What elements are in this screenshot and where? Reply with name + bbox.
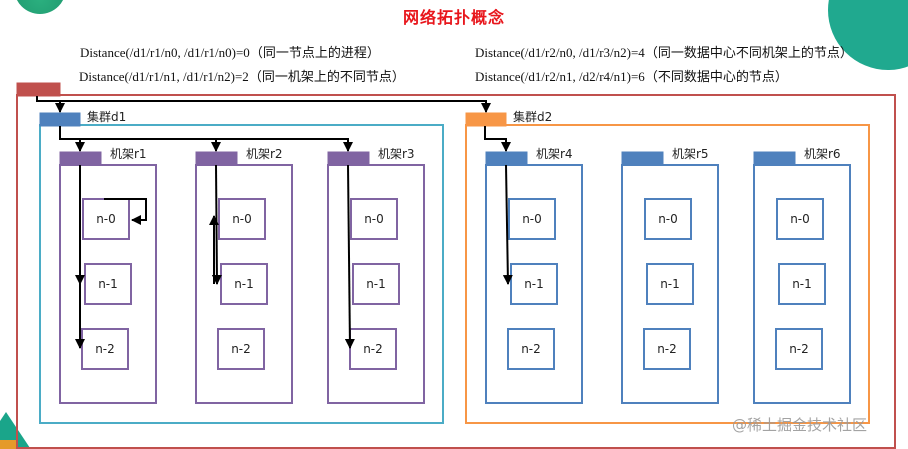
decorative-accent-bottom-left (0, 440, 16, 449)
formula-3: Distance(/d1/r2/n1, /d2/r4/n1)=6（不同数据中心的… (475, 66, 788, 85)
node-box (776, 198, 824, 240)
rack-label: 机架r1 (110, 147, 147, 161)
arrow-root-to-d2 (60, 100, 491, 113)
rack-header (485, 151, 528, 166)
rack-header (195, 151, 238, 166)
rack-label: 机架r3 (378, 147, 415, 161)
arrow-d2-to-r4 (484, 126, 511, 152)
formula-0: Distance(/d1/r1/n0, /d1/r1/n0)=0（同一节点上的进… (80, 42, 380, 61)
cluster-label: 集群d2 (513, 110, 553, 124)
rack-container (59, 164, 157, 404)
rack-container (327, 164, 425, 404)
rack-label: 机架r2 (246, 147, 283, 161)
node-box (82, 198, 130, 240)
formula-2: Distance(/d1/r2/n0, /d1/r3/n2)=4（同一数据中心不… (475, 42, 853, 61)
rack-label: 机架r4 (536, 147, 573, 161)
decorative-circle-top-left (14, 0, 66, 14)
rack-container (753, 164, 851, 404)
root-container (16, 94, 896, 449)
node-box (775, 328, 823, 370)
node-box (218, 198, 266, 240)
formula-note: （同一数据中心不同机架上的节点） (644, 45, 853, 60)
rack-header (59, 151, 102, 166)
cluster-label: 集群d1 (87, 110, 127, 124)
arrow-d1-to-r1 (59, 126, 85, 152)
node-box (217, 328, 265, 370)
node-box (220, 263, 268, 305)
formula-expr: Distance(/d1/r2/n1, /d2/r4/n1)=6 (475, 69, 645, 84)
rack-container (621, 164, 719, 404)
cluster-header (39, 112, 81, 127)
arrow-d1-to-r2 (80, 138, 221, 152)
node-box (352, 263, 400, 305)
rack-header (753, 151, 796, 166)
formula-1: Distance(/d1/r1/n1, /d1/r1/n2)=2（同一机架上的不… (79, 66, 405, 85)
watermark: @稀土掘金技术社区 (732, 416, 868, 434)
cluster-header (465, 112, 507, 127)
formula-note: （不同数据中心的节点） (644, 69, 788, 84)
node-box (510, 263, 558, 305)
formula-note: （同一机架上的不同节点） (248, 69, 405, 84)
arrow-r1-n0-self (104, 198, 147, 225)
arrow-r4-trunk-n1 (502, 164, 513, 285)
node-box (778, 263, 826, 305)
cluster-container (465, 124, 870, 424)
formula-expr: Distance(/d1/r1/n1, /d1/r1/n2)=2 (79, 69, 249, 84)
root-header (16, 82, 61, 97)
page-title: 网络拓扑概念 (402, 8, 505, 27)
formula-expr: Distance(/d1/r1/n0, /d1/r1/n0)=0 (80, 45, 250, 60)
node-box (349, 328, 397, 370)
node-box (84, 263, 132, 305)
node-box (81, 328, 129, 370)
node-box (644, 198, 692, 240)
rack-label: 机架r5 (672, 147, 709, 161)
node-box (646, 263, 694, 305)
rack-header (621, 151, 664, 166)
formula-expr: Distance(/d1/r2/n0, /d1/r3/n2)=4 (475, 45, 645, 60)
cluster-container (39, 124, 444, 424)
arrow-root-to-d1 (36, 96, 65, 113)
formula-note: （同一节点上的进程） (249, 45, 380, 60)
rack-header (327, 151, 370, 166)
node-box (508, 198, 556, 240)
rack-container (195, 164, 293, 404)
arrow-r3-trunk-n2 (344, 164, 355, 349)
arrow-d1-to-r3 (216, 138, 353, 152)
rack-label: 机架r6 (804, 147, 841, 161)
rack-container (485, 164, 583, 404)
arrow-r2-trunk-n1 (211, 164, 222, 285)
node-box (643, 328, 691, 370)
node-box (350, 198, 398, 240)
node-box (507, 328, 555, 370)
